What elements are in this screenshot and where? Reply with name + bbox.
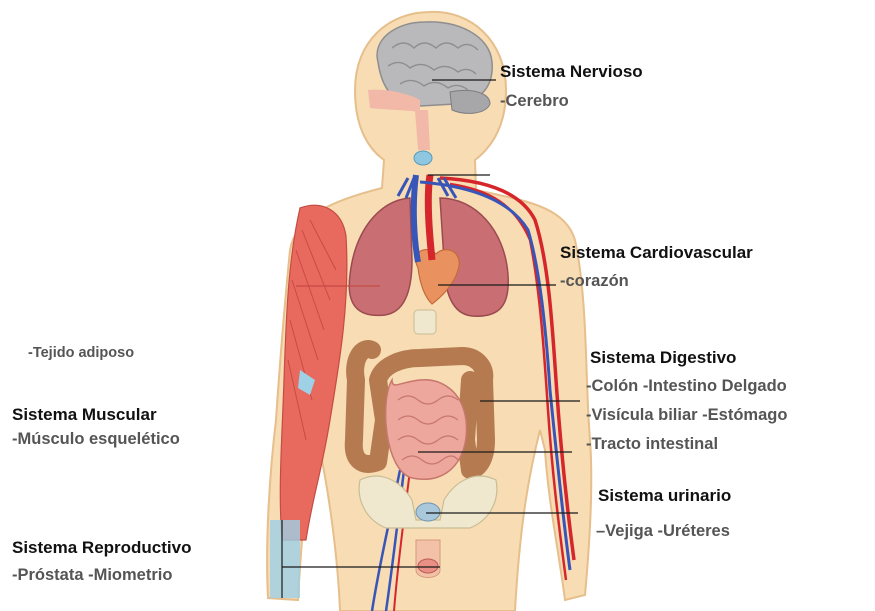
label-adiposo: -Tejido adiposo — [28, 345, 134, 361]
label-muscular-organs: -Músculo esquelético — [12, 430, 180, 449]
label-reproductivo-organs: -Próstata -Miometrio — [12, 566, 172, 585]
label-muscular-title: Sistema Muscular — [12, 405, 157, 425]
label-reproductivo-title: Sistema Reproductivo — [12, 538, 192, 558]
label-urinario-title: Sistema urinario — [598, 486, 731, 506]
aorta — [428, 175, 432, 260]
label-cardio-organs: -corazón — [560, 272, 629, 291]
spine-segment — [414, 310, 436, 334]
prostate — [418, 559, 438, 573]
thyroid — [414, 151, 432, 165]
small-intestine — [386, 380, 467, 480]
label-digestivo-line2: -Visícula biliar -Estómago — [586, 406, 787, 425]
label-nervioso-organs: -Cerebro — [500, 92, 569, 111]
label-digestivo-line3: -Tracto intestinal — [586, 435, 718, 454]
label-digestivo-line1: -Colón -Intestino Delgado — [586, 377, 787, 396]
label-cardio-title: Sistema Cardiovascular — [560, 243, 753, 263]
bladder — [416, 503, 440, 521]
label-digestivo-title: Sistema Digestivo — [590, 348, 736, 368]
hand-tendons — [270, 520, 300, 598]
label-nervioso-title: Sistema Nervioso — [500, 62, 643, 82]
label-urinario-organs: –Vejiga -Uréteres — [596, 522, 730, 541]
